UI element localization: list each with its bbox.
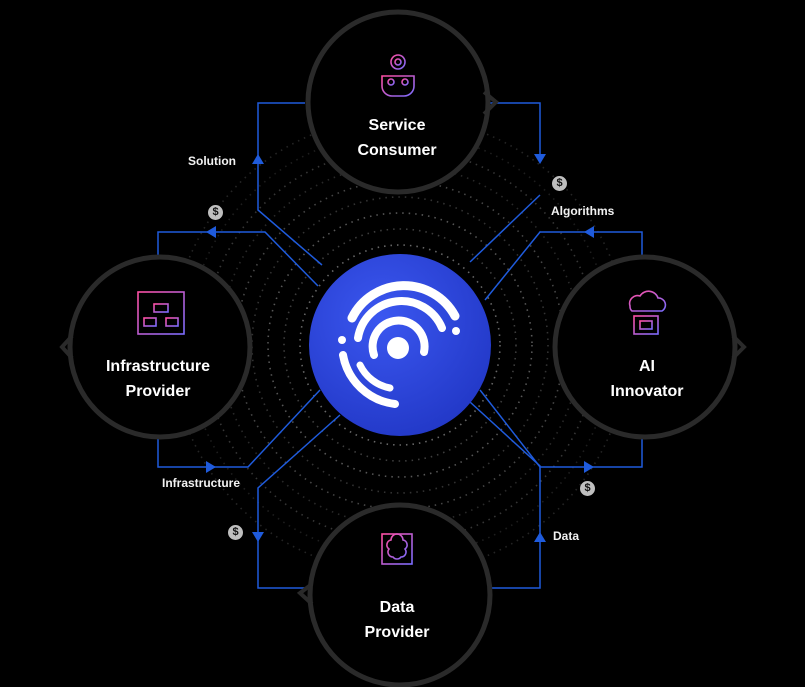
infrastructure-provider-line1: Infrastructure bbox=[105, 358, 211, 375]
service-consumer-line1: Service bbox=[368, 117, 426, 134]
dotted-ring bbox=[299, 244, 501, 446]
brain-chip-icon bbox=[378, 533, 416, 570]
arrow-infrastructure bbox=[206, 461, 216, 473]
flow-label-solution: Solution bbox=[188, 154, 236, 168]
arrow-left-top bbox=[206, 226, 216, 238]
connector-algorithms-diag bbox=[469, 194, 541, 263]
data-provider-ring bbox=[307, 502, 493, 687]
data-provider-label: Data Provider bbox=[307, 595, 487, 645]
payment-coin-icon: $ bbox=[580, 481, 595, 496]
arrow-algorithms bbox=[534, 154, 546, 164]
ai-innovator-ring bbox=[552, 254, 738, 440]
platform-logo-icon bbox=[339, 281, 460, 408]
infrastructure-provider-ring bbox=[67, 254, 253, 440]
arrow-right-top bbox=[584, 226, 594, 238]
center-platform bbox=[309, 254, 491, 436]
arrow-right-bottom bbox=[584, 461, 594, 473]
data-provider-line2: Provider bbox=[364, 624, 430, 641]
dotted-ring bbox=[267, 212, 533, 478]
arrow-solution bbox=[252, 154, 264, 164]
arrow-data bbox=[534, 532, 546, 542]
flowchart-icon bbox=[137, 291, 185, 335]
infrastructure-provider-label: Infrastructure Provider bbox=[68, 354, 248, 404]
cloud-chip-icon bbox=[628, 290, 667, 335]
ai-innovator-line1: AI bbox=[639, 358, 655, 375]
flow-label-data: Data bbox=[553, 529, 580, 543]
flow-label-algorithms: Algorithms bbox=[551, 204, 615, 218]
infrastructure-provider-line2: Provider bbox=[125, 383, 191, 400]
arrowheads bbox=[206, 154, 594, 542]
tail-infrastructure-provider bbox=[59, 334, 74, 360]
dotted-ring bbox=[251, 196, 549, 494]
connector-data bbox=[469, 401, 541, 589]
connector-algorithms-top bbox=[490, 102, 541, 158]
ai-innovator-line2: Innovator bbox=[610, 383, 684, 400]
payment-coin-icon: $ bbox=[228, 525, 243, 540]
tail-ai-innovator bbox=[731, 334, 747, 360]
tail-data-provider bbox=[296, 582, 314, 606]
payment-coin-icon: $ bbox=[552, 176, 567, 191]
dotted-ring bbox=[283, 228, 517, 462]
service-consumer-line2: Consumer bbox=[357, 142, 437, 159]
node-rings bbox=[67, 9, 738, 687]
node-tails bbox=[59, 90, 747, 606]
service-consumer-ring bbox=[305, 9, 491, 195]
flow-label-infrastructure: Infrastructure bbox=[162, 476, 241, 490]
robot-gear-icon bbox=[378, 54, 418, 97]
data-provider-line1: Data bbox=[379, 599, 415, 616]
connector-infrastructure bbox=[157, 389, 321, 468]
service-consumer-label: Service Consumer bbox=[307, 113, 487, 163]
payment-coin-icon: $ bbox=[208, 205, 223, 220]
tail-service-consumer bbox=[482, 90, 499, 116]
arrow-bottom-left bbox=[252, 532, 264, 542]
ai-innovator-label: AI Innovator bbox=[557, 354, 737, 404]
